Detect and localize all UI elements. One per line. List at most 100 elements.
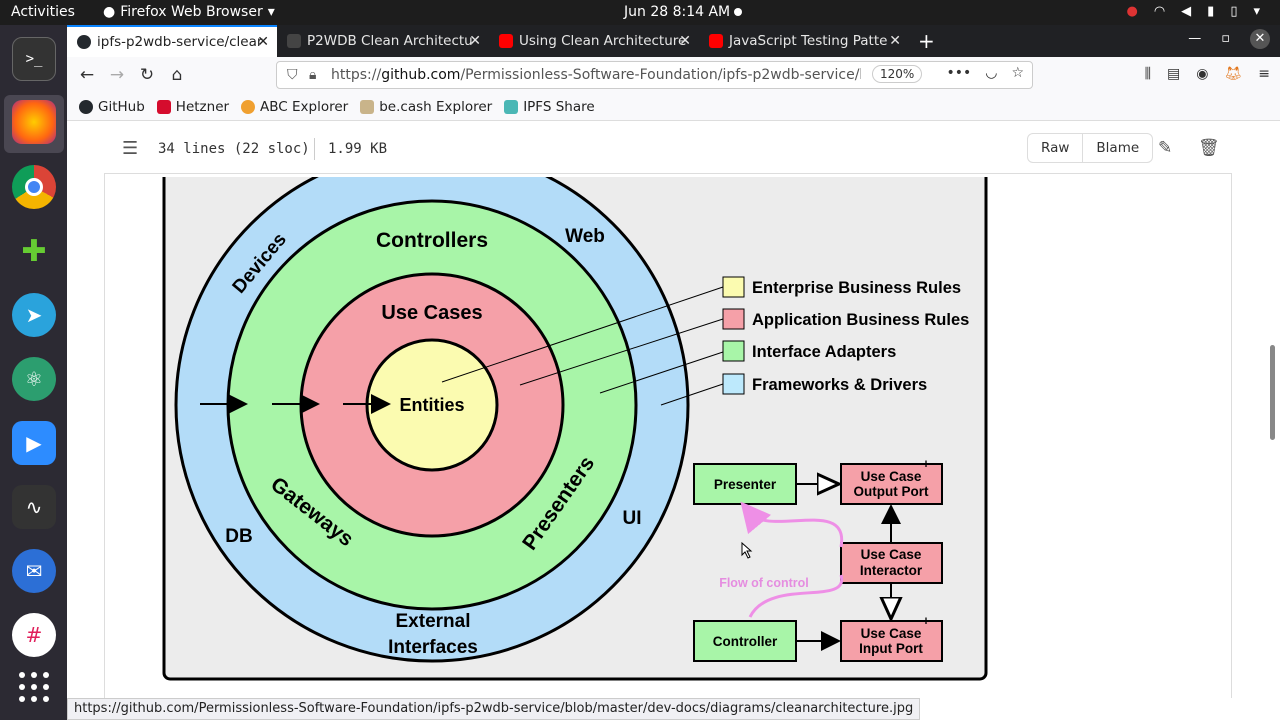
- bookmark-star-icon[interactable]: ☆: [1011, 65, 1024, 81]
- reload-icon[interactable]: ↻: [139, 65, 155, 85]
- metamask-icon[interactable]: 🦊︎: [1224, 66, 1243, 82]
- system-top-bar: Activities ● Firefox Web Browser ▾ Jun 2…: [0, 0, 1280, 25]
- bookmark-label: IPFS Share: [523, 98, 595, 115]
- activities-button[interactable]: Activities: [11, 4, 75, 20]
- link-status-bar: https://github.com/Permissionless-Softwa…: [67, 698, 921, 720]
- system-tray[interactable]: ● ◠ ◀ ▮ ▯ ▾: [1126, 4, 1260, 19]
- hetzner-icon: [156, 99, 171, 114]
- tab-ipfs-p2wdb[interactable]: ipfs-p2wdb-service/clear ✕: [67, 25, 277, 57]
- legend-pointer: [519, 318, 724, 386]
- trash-icon[interactable]: 🗑︎: [1198, 138, 1220, 158]
- raw-button[interactable]: Raw: [1041, 140, 1070, 156]
- tab-p2wdb-clean[interactable]: P2WDB Clean Architectu ✕: [277, 25, 489, 57]
- forward-icon[interactable]: →: [109, 65, 125, 85]
- gimp-like-icon[interactable]: ✚: [21, 233, 47, 269]
- close-icon[interactable]: ✕: [257, 34, 269, 50]
- outline-list-icon[interactable]: ☰: [122, 138, 139, 159]
- pencil-icon[interactable]: ✎: [1158, 138, 1173, 158]
- lock-icon[interactable]: 🔒︎: [309, 67, 317, 83]
- telegram-icon[interactable]: ➤: [12, 293, 56, 337]
- new-tab-icon[interactable]: +: [918, 29, 935, 53]
- legend-swatch: [722, 308, 745, 330]
- close-window-icon[interactable]: ✕: [1250, 29, 1270, 49]
- url-bar[interactable]: ⛉ 🔒︎ https://github.com/Permissionless-S…: [276, 61, 1033, 89]
- app-menu[interactable]: ● Firefox Web Browser ▾: [103, 4, 275, 20]
- blame-button[interactable]: Blame: [1082, 134, 1152, 162]
- terminal-icon[interactable]: >_: [12, 37, 56, 81]
- chevron-down-icon[interactable]: ▾: [1253, 4, 1260, 19]
- output-port-box: [840, 463, 943, 505]
- system-monitor-icon[interactable]: ∿: [12, 485, 56, 529]
- menu-icon[interactable]: ≡: [1258, 66, 1270, 82]
- bookmark-hetzner[interactable]: Hetzner: [156, 99, 229, 115]
- file-box: [104, 174, 1232, 698]
- zoom-icon[interactable]: ▶: [12, 421, 56, 465]
- url-prefix: https://: [331, 67, 382, 83]
- page-favicon-icon: [287, 34, 301, 48]
- flow-of-control-diagram: Presenter Controller Use Case Output Por…: [693, 459, 943, 662]
- abc-icon: [241, 99, 256, 114]
- external-label: External: [396, 611, 471, 632]
- slack-icon[interactable]: #: [12, 613, 56, 657]
- tab-label: JavaScript Testing Patte: [729, 33, 888, 49]
- legend-pointer: [441, 286, 724, 383]
- zoom-indicator[interactable]: 120%: [872, 65, 923, 83]
- show-applications-icon[interactable]: [19, 672, 49, 702]
- tab-label: Using Clean Architecture: [519, 33, 687, 49]
- interactor-label-2: Interactor: [860, 563, 923, 578]
- back-icon[interactable]: ←: [79, 65, 95, 85]
- legend-swatch: [722, 373, 745, 395]
- maximize-icon[interactable]: ▫: [1221, 31, 1230, 46]
- file-header: ☰ 34 lines (22 sloc) 1.99 KB Raw Blame ✎…: [104, 124, 1232, 174]
- bookmark-becash-explorer[interactable]: be.cash Explorer: [360, 99, 492, 115]
- account-icon[interactable]: ◉: [1196, 66, 1209, 82]
- close-icon[interactable]: ✕: [469, 33, 481, 49]
- close-icon[interactable]: ✕: [679, 33, 691, 49]
- library-icon[interactable]: ⫼: [1144, 66, 1152, 82]
- shield-icon[interactable]: ⛉: [287, 67, 298, 83]
- output-port-label-2: Output Port: [854, 484, 929, 499]
- thunderbird-icon[interactable]: ✉: [12, 549, 56, 593]
- bookmark-github[interactable]: GitHub: [79, 99, 145, 115]
- atom-icon[interactable]: ⚛: [12, 357, 56, 401]
- record-icon[interactable]: ●: [1126, 4, 1138, 19]
- github-icon: [79, 99, 93, 114]
- presenter-label: Presenter: [714, 477, 777, 492]
- bookmark-abc-explorer[interactable]: ABC Explorer: [241, 99, 348, 115]
- interfaces-label: Interfaces: [388, 637, 478, 658]
- interface-marker: I: [925, 459, 928, 469]
- tab-using-clean[interactable]: Using Clean Architecture ✕: [489, 25, 699, 57]
- use-cases-label: Use Cases: [381, 302, 482, 324]
- home-icon[interactable]: ⌂: [171, 65, 183, 85]
- battery-icon[interactable]: ▯: [1230, 4, 1238, 19]
- page-scrollbar[interactable]: [1270, 345, 1275, 440]
- app-name-label: Firefox Web Browser: [120, 4, 263, 20]
- pocket-icon[interactable]: ◡: [985, 65, 998, 81]
- page-actions-icon[interactable]: •••: [946, 65, 972, 81]
- minimize-icon[interactable]: —: [1188, 31, 1202, 46]
- bookmark-label: ABC Explorer: [260, 98, 349, 115]
- volume-icon[interactable]: ◀: [1181, 4, 1192, 19]
- web-label: Web: [565, 226, 605, 247]
- firefox-icon[interactable]: [12, 100, 56, 144]
- clean-architecture-diagram: Entities Use Cases Controllers Gateways …: [162, 177, 988, 681]
- input-port-label-1: Use Case: [861, 626, 922, 641]
- file-actions: Raw Blame: [1027, 133, 1154, 163]
- sidebar-icon[interactable]: ▤: [1167, 66, 1181, 82]
- bookmark-label: be.cash Explorer: [379, 98, 493, 115]
- tab-js-testing[interactable]: JavaScript Testing Patte ✕: [699, 25, 909, 57]
- notification-dot-icon: [734, 8, 742, 16]
- url-text[interactable]: https://github.com/Permissionless-Softwa…: [331, 67, 861, 83]
- file-size: 1.99 KB: [328, 141, 388, 157]
- bookmark-ipfs-share[interactable]: IPFS Share: [504, 98, 595, 115]
- tab-bar: ipfs-p2wdb-service/clear ✕ P2WDB Clean A…: [67, 25, 1280, 57]
- microphone-icon[interactable]: ▮: [1207, 4, 1215, 19]
- wifi-icon[interactable]: ◠: [1153, 4, 1166, 19]
- navigation-toolbar: ← → ↻ ⌂ ⛉ 🔒︎ https://github.com/Permissi…: [67, 57, 1280, 93]
- legend-swatch: [722, 340, 745, 362]
- clock[interactable]: Jun 28 8:14 AM: [624, 4, 731, 20]
- close-icon[interactable]: ✕: [889, 33, 901, 49]
- github-favicon-icon: [77, 35, 91, 49]
- chrome-icon[interactable]: [12, 165, 56, 209]
- controller-label: Controller: [713, 634, 778, 649]
